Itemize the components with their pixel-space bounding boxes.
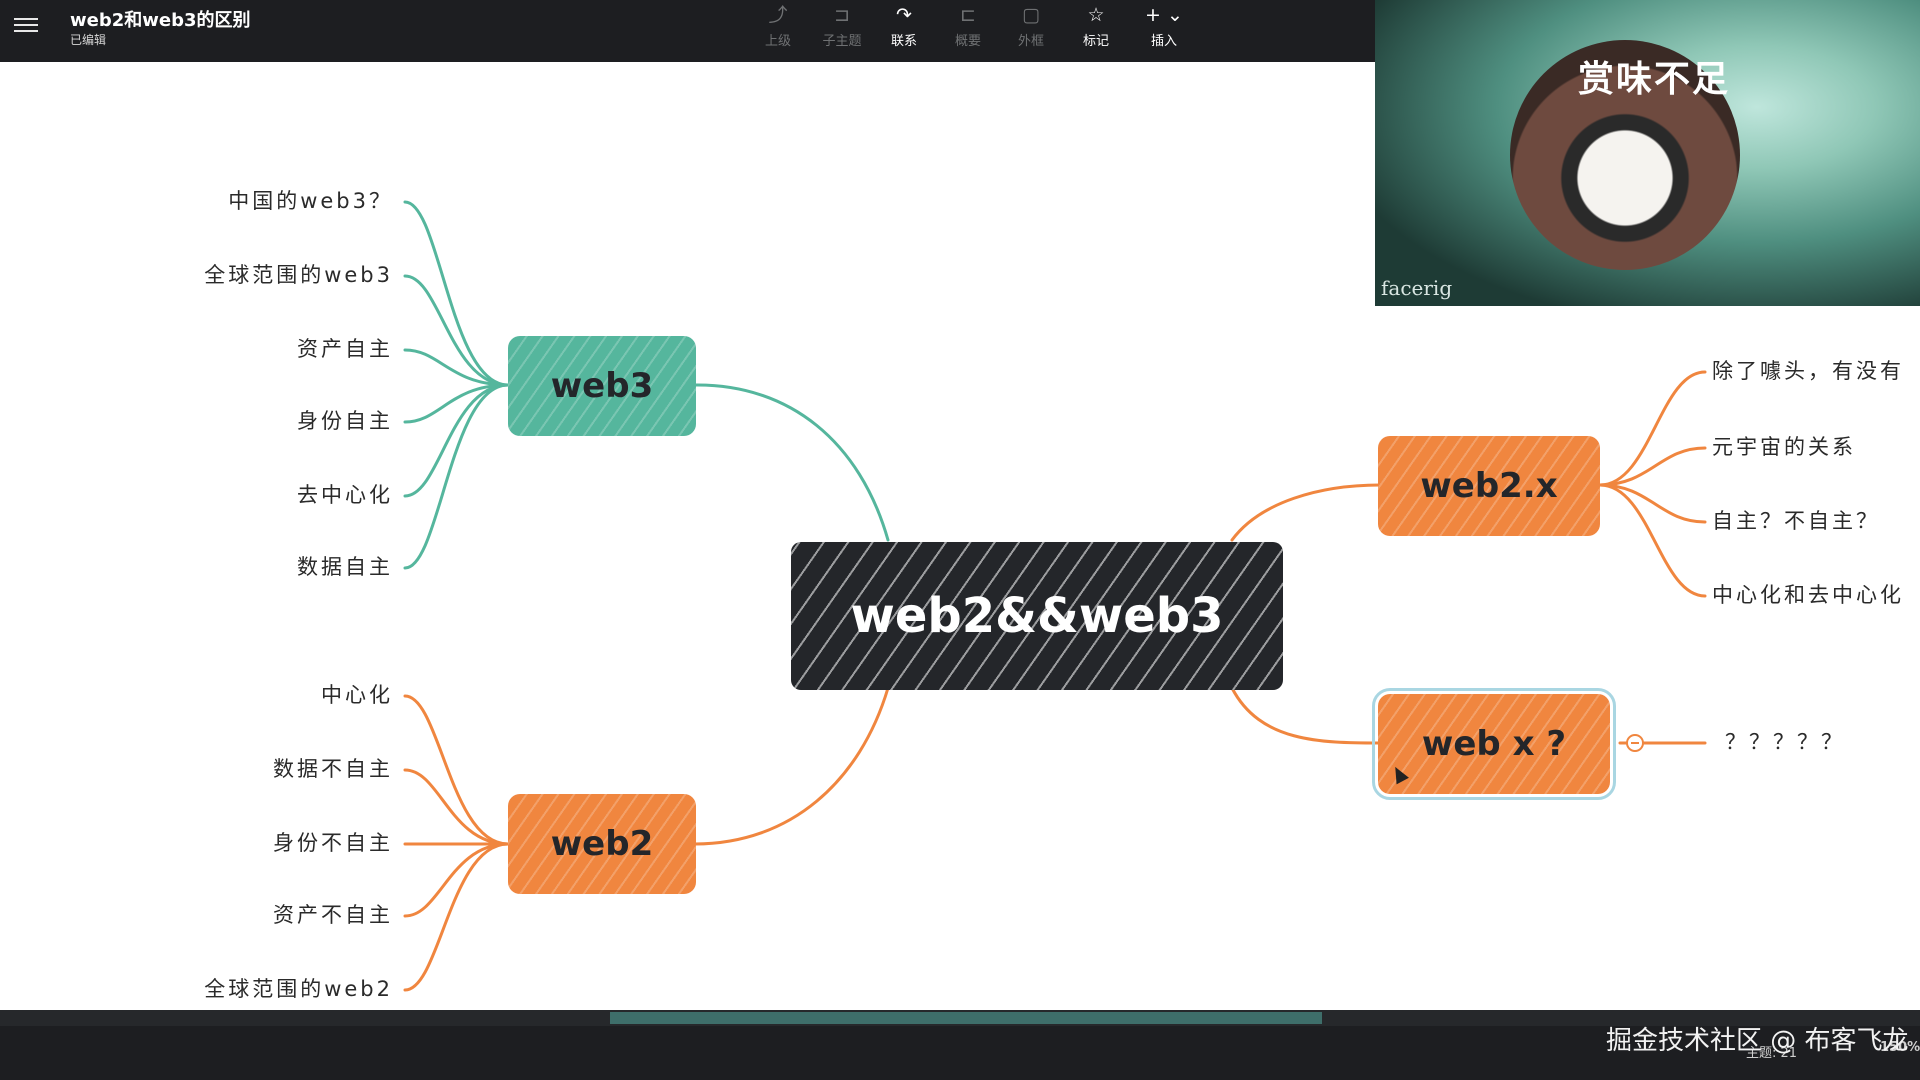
leaf-web3-asset[interactable]: 资产自主 — [297, 337, 393, 361]
webcam-caption: 赏味不足 — [1578, 59, 1731, 100]
leaf-web3-global[interactable]: 全球范围的web3 — [204, 263, 393, 287]
leaf-web2-data[interactable]: 数据不自主 — [273, 757, 393, 781]
tool-marker[interactable]: ☆ 标记 — [1066, 4, 1126, 49]
leaf-web3-china[interactable]: 中国的web3？ — [228, 189, 393, 213]
tool-summary[interactable]: ⊏ 概要 — [938, 4, 998, 49]
menu-icon[interactable] — [14, 14, 38, 34]
status-bar — [0, 1026, 1920, 1080]
topic-webx[interactable]: web x ? — [1372, 688, 1616, 800]
topic-count: 主题: 21 — [1746, 1046, 1798, 1061]
relation-icon: ↷ — [896, 4, 912, 26]
child-topic-icon: ⊐ — [834, 4, 850, 26]
leaf-web3-data[interactable]: 数据自主 — [297, 555, 393, 579]
collapse-branch-button[interactable] — [1626, 734, 1644, 752]
leaf-web3-decentral[interactable]: 去中心化 — [297, 483, 393, 507]
tool-parent-topic[interactable]: ⤴ 上级 — [748, 4, 808, 49]
subtopic-icon: ⤴ — [768, 4, 788, 26]
star-icon: ☆ — [1087, 4, 1105, 26]
save-status: 已编辑 — [70, 33, 107, 47]
horizontal-scrollbar[interactable] — [0, 1010, 1920, 1026]
leaf-web2-asset[interactable]: 资产不自主 — [273, 903, 393, 927]
leaf-web2-central[interactable]: 中心化 — [321, 683, 393, 707]
topic-web3[interactable]: web3 — [508, 336, 696, 436]
branch-lines — [403, 200, 1707, 992]
boundary-icon: ▢ — [1022, 4, 1040, 26]
summary-icon: ⊏ — [960, 4, 976, 26]
scrollbar-thumb[interactable] — [610, 1012, 1322, 1024]
tool-relation[interactable]: ↷ 联系 — [874, 4, 934, 49]
document-title[interactable]: web2和web3的区别 — [70, 10, 251, 31]
tool-insert[interactable]: + ⌄ 插入 — [1134, 4, 1194, 49]
leaf-webx-unknown[interactable]: ？？？？？ — [1725, 730, 1845, 754]
tool-child-topic[interactable]: ⊐ 子主题 — [812, 4, 872, 49]
zoom-level[interactable]: 150% — [1880, 1040, 1920, 1055]
leaf-web2x-metaverse[interactable]: 元宇宙的关系 — [1712, 435, 1856, 459]
leaf-web2x-autonomy[interactable]: 自主？不自主？ — [1712, 509, 1880, 533]
webcam-watermark: facerig — [1381, 276, 1453, 300]
plus-icon: + ⌄ — [1145, 4, 1183, 26]
leaf-web2x-centralization[interactable]: 中心化和去中心化 — [1712, 583, 1904, 607]
webcam-overlay: 赏味不足 facerig — [1375, 0, 1920, 306]
site-watermark: 掘金技术社区 @ 布客飞龙 — [1606, 1026, 1909, 1056]
topic-web2x[interactable]: web2.x — [1378, 436, 1600, 536]
central-topic[interactable]: web2&&web3 — [791, 542, 1283, 690]
leaf-web2-global[interactable]: 全球范围的web2 — [204, 977, 393, 1001]
raccoon-avatar — [1510, 40, 1740, 270]
topic-web2[interactable]: web2 — [508, 794, 696, 894]
leaf-web2x-hype[interactable]: 除了噱头，有没有 — [1712, 359, 1904, 383]
leaf-web2-identity[interactable]: 身份不自主 — [273, 831, 393, 855]
tool-boundary[interactable]: ▢ 外框 — [1001, 4, 1061, 49]
leaf-web3-identity[interactable]: 身份自主 — [297, 409, 393, 433]
